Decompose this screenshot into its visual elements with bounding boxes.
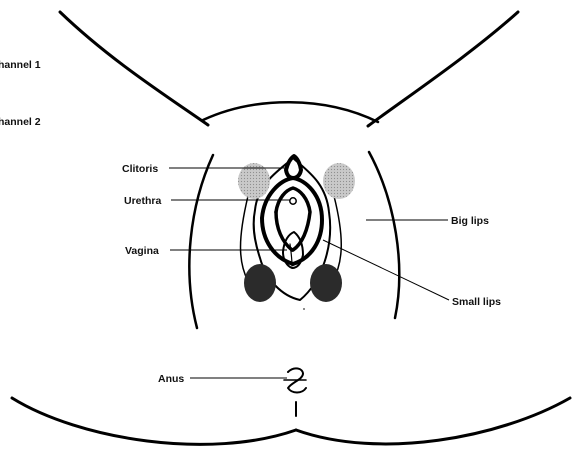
lower-body-outline <box>12 398 570 444</box>
urethra-opening <box>290 198 296 204</box>
channel-2-electrode-left <box>244 264 276 302</box>
channel-2-electrodes <box>244 264 342 302</box>
channel-2-label: hannel 2 <box>0 116 41 128</box>
small-lips-leader <box>323 240 449 300</box>
clitoris-label: Clitoris <box>122 163 158 175</box>
anus-label: Anus <box>158 373 184 385</box>
urethra-label: Urethra <box>124 195 162 207</box>
vagina-label: Vagina <box>125 245 159 257</box>
perineum-dot <box>303 308 305 310</box>
big-lips-label: Big lips <box>451 215 489 227</box>
upper-body-outline <box>60 12 518 126</box>
channel-1-label: hannel 1 <box>0 59 41 71</box>
channel-2-electrode-right <box>310 264 342 302</box>
anus-symbol <box>284 368 306 392</box>
channel-1-electrode-right <box>323 163 355 199</box>
leader-lines <box>169 168 449 378</box>
small-lips-label: Small lips <box>452 296 501 308</box>
